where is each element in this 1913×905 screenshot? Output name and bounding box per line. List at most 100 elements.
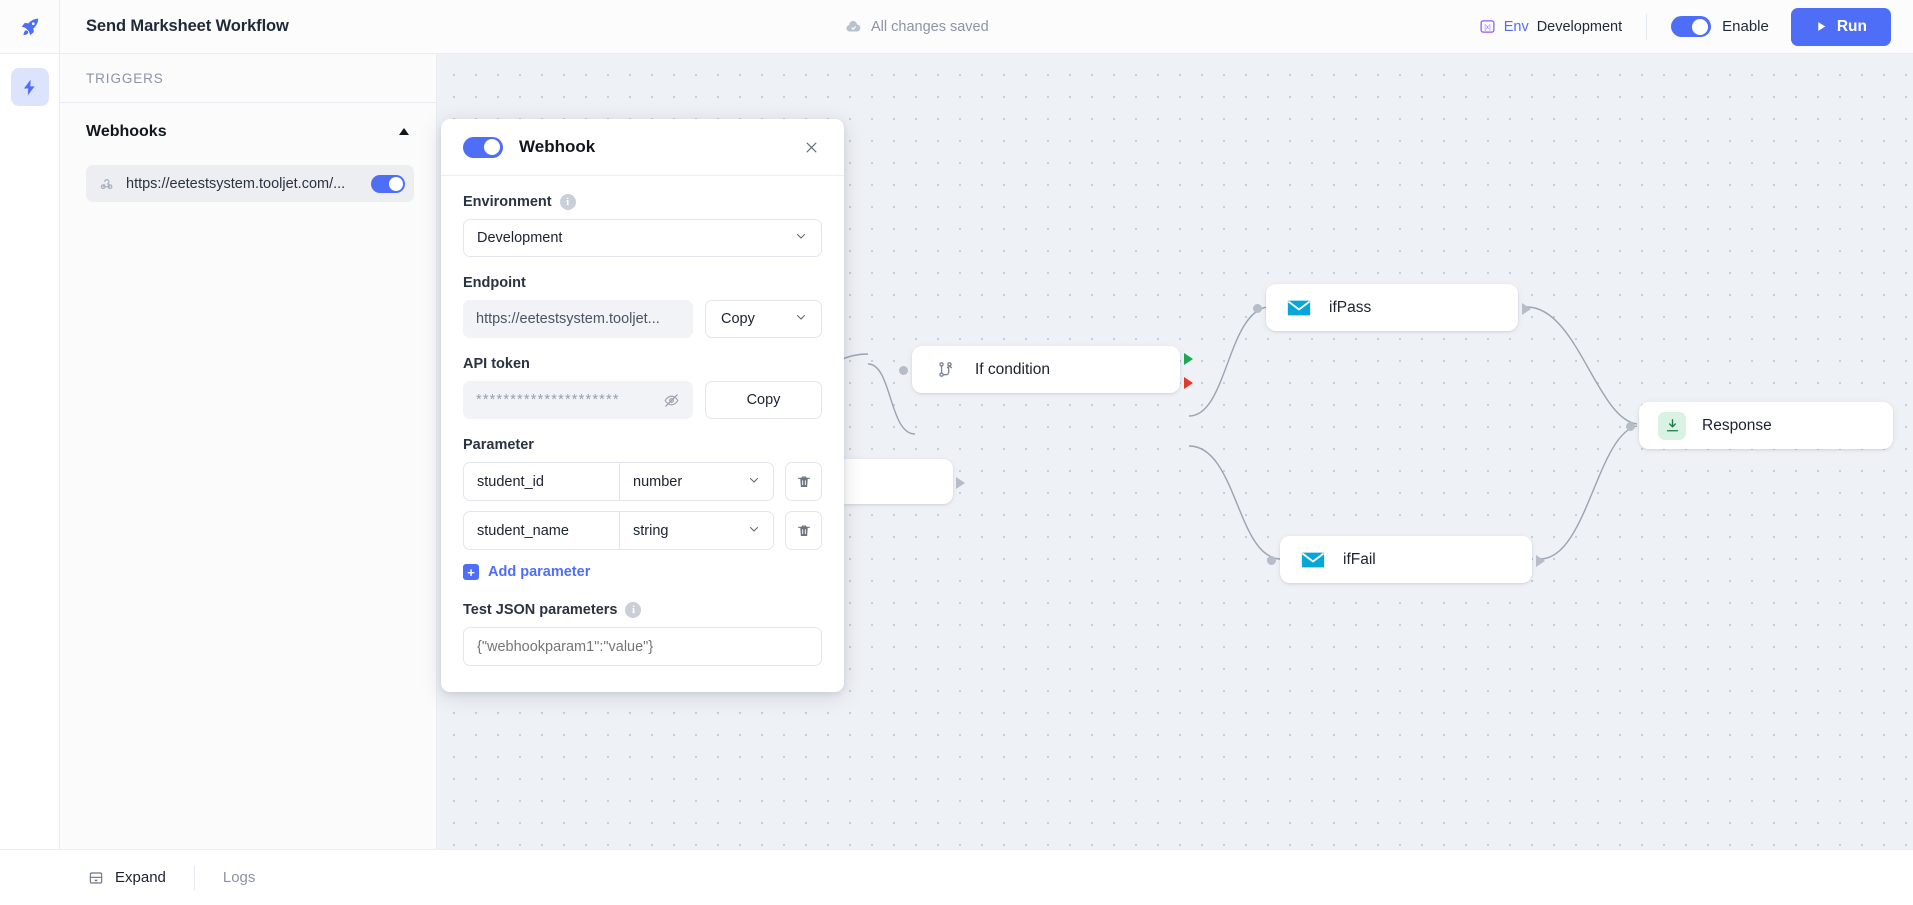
expand-button[interactable]: Expand	[60, 850, 194, 905]
api-token-copy-button[interactable]: Copy	[705, 381, 822, 419]
webhook-enable-toggle[interactable]	[371, 174, 405, 193]
info-icon[interactable]: i	[625, 602, 642, 618]
api-token-row: ********************* Copy	[463, 381, 822, 419]
add-parameter-button[interactable]: + Add parameter	[463, 564, 822, 580]
parameter-delete-button[interactable]	[785, 511, 822, 550]
parameter-name-input[interactable]: student_id	[463, 462, 619, 501]
environment-select[interactable]: Development	[463, 219, 822, 257]
canvas-node-if-pass[interactable]: ifPass	[1253, 284, 1531, 331]
node-input-port	[1253, 304, 1262, 313]
chevron-down-icon	[747, 522, 761, 540]
env-label: Env	[1503, 18, 1529, 35]
webhook-url: https://eetestsystem.tooljet.com/...	[126, 175, 346, 192]
parameter-type-value: number	[633, 473, 683, 490]
chevron-down-icon	[794, 229, 808, 247]
enable-toggle[interactable]	[1671, 16, 1712, 37]
node-label: Response	[1702, 416, 1772, 434]
parameter-type-select[interactable]: string	[619, 511, 774, 550]
save-status: All changes saved	[845, 0, 989, 53]
section-title: Webhooks	[86, 123, 167, 140]
page-title: Send Marksheet Workflow	[86, 17, 289, 35]
left-rail	[0, 54, 60, 849]
parameter-label: Parameter	[463, 437, 534, 453]
env-selector[interactable]: [x] Env Development	[1479, 18, 1646, 35]
expand-label: Expand	[115, 869, 166, 886]
close-icon[interactable]	[798, 134, 824, 160]
parameter-name-input[interactable]: student_name	[463, 511, 619, 550]
env-variable-icon: [x]	[1480, 20, 1495, 33]
webhook-list-item[interactable]: https://eetestsystem.tooljet.com/...	[86, 165, 414, 202]
test-json-label-row: Test JSON parameters i	[463, 602, 822, 618]
api-token-masked-value: *********************	[476, 392, 620, 408]
endpoint-copy-label: Copy	[721, 311, 755, 327]
node-label: ifFail	[1343, 550, 1376, 568]
panel-expand-icon	[89, 871, 103, 884]
response-download-icon	[1658, 411, 1686, 440]
environment-label: Environment	[463, 194, 552, 210]
editor-body: TRIGGERS Webhooks https://eetestsystem.t…	[0, 54, 1913, 849]
node-output-false-arrow	[1184, 377, 1193, 389]
modal-header: Webhook	[441, 119, 844, 176]
parameter-row: student_name string	[463, 511, 822, 550]
node-label: ifPass	[1329, 298, 1372, 316]
chevron-down-icon	[794, 310, 808, 328]
enable-toggle-group[interactable]: Enable	[1671, 16, 1769, 37]
test-json-label: Test JSON parameters	[463, 602, 618, 618]
triggers-sidebar: TRIGGERS Webhooks https://eetestsystem.t…	[60, 54, 437, 849]
api-token-label: API token	[463, 356, 530, 372]
trash-icon	[797, 475, 810, 487]
header-divider	[1646, 13, 1648, 40]
enable-label: Enable	[1722, 18, 1769, 35]
node-input-port	[1267, 556, 1276, 565]
environment-label-row: Environment i	[463, 194, 822, 210]
parameter-delete-button[interactable]	[785, 462, 822, 501]
parameter-row: student_id number	[463, 462, 822, 501]
parameter-group: Parameter student_id number	[463, 437, 822, 580]
mail-icon	[1285, 294, 1313, 322]
endpoint-group: Endpoint https://eetestsystem.tooljet...…	[463, 275, 822, 338]
node-label: If condition	[975, 360, 1050, 378]
lightning-bolt-icon	[23, 79, 35, 95]
node-input-port	[899, 366, 908, 375]
eye-off-icon[interactable]	[663, 392, 680, 409]
node-input-port	[1626, 422, 1635, 431]
modal-title: Webhook	[519, 137, 596, 156]
plus-square-icon: +	[463, 564, 479, 580]
chevron-down-icon	[747, 473, 761, 491]
endpoint-value: https://eetestsystem.tooljet...	[463, 300, 693, 338]
node-output-arrow	[1536, 555, 1545, 567]
sidebar-section-webhooks[interactable]: Webhooks	[60, 103, 436, 161]
env-value: Development	[1536, 18, 1623, 35]
triggers-rail-button[interactable]	[10, 68, 49, 106]
mail-icon	[1299, 546, 1327, 574]
save-status-label: All changes saved	[871, 18, 989, 35]
info-icon[interactable]: i	[559, 194, 576, 210]
parameter-type-select[interactable]: number	[619, 462, 774, 501]
footer-divider	[193, 865, 195, 890]
play-icon	[1818, 22, 1826, 31]
api-token-field: *********************	[463, 381, 693, 419]
trash-icon	[797, 524, 810, 536]
caret-up-icon[interactable]	[398, 123, 410, 141]
header-actions: [x] Env Development Enable Run	[1479, 0, 1913, 53]
canvas-node-if-condition[interactable]: If condition	[899, 346, 1193, 393]
api-token-copy-label: Copy	[746, 392, 781, 408]
endpoint-copy-button[interactable]: Copy	[705, 300, 822, 338]
webhook-enabled-toggle[interactable]	[463, 136, 503, 158]
api-token-group: API token *********************	[463, 356, 822, 419]
node-output-arrow	[956, 477, 965, 489]
node-output-arrow	[1522, 303, 1531, 315]
app-footer: Expand Logs	[0, 849, 1913, 905]
endpoint-row: https://eetestsystem.tooljet... Copy	[463, 300, 822, 338]
cloud-check-icon	[846, 20, 861, 32]
test-json-input[interactable]	[463, 627, 822, 666]
run-button[interactable]: Run	[1790, 7, 1891, 46]
app-logo[interactable]	[0, 0, 60, 53]
logs-label: Logs	[222, 869, 256, 886]
webhook-settings-modal: Webhook Environment i Development	[441, 119, 844, 692]
sidebar-heading: TRIGGERS	[86, 70, 164, 86]
logs-button[interactable]: Logs	[195, 850, 284, 905]
canvas-node-response[interactable]: Response	[1626, 402, 1893, 449]
canvas-node-if-fail[interactable]: ifFail	[1267, 536, 1545, 583]
modal-body: Environment i Development Endpoint https…	[441, 176, 844, 692]
